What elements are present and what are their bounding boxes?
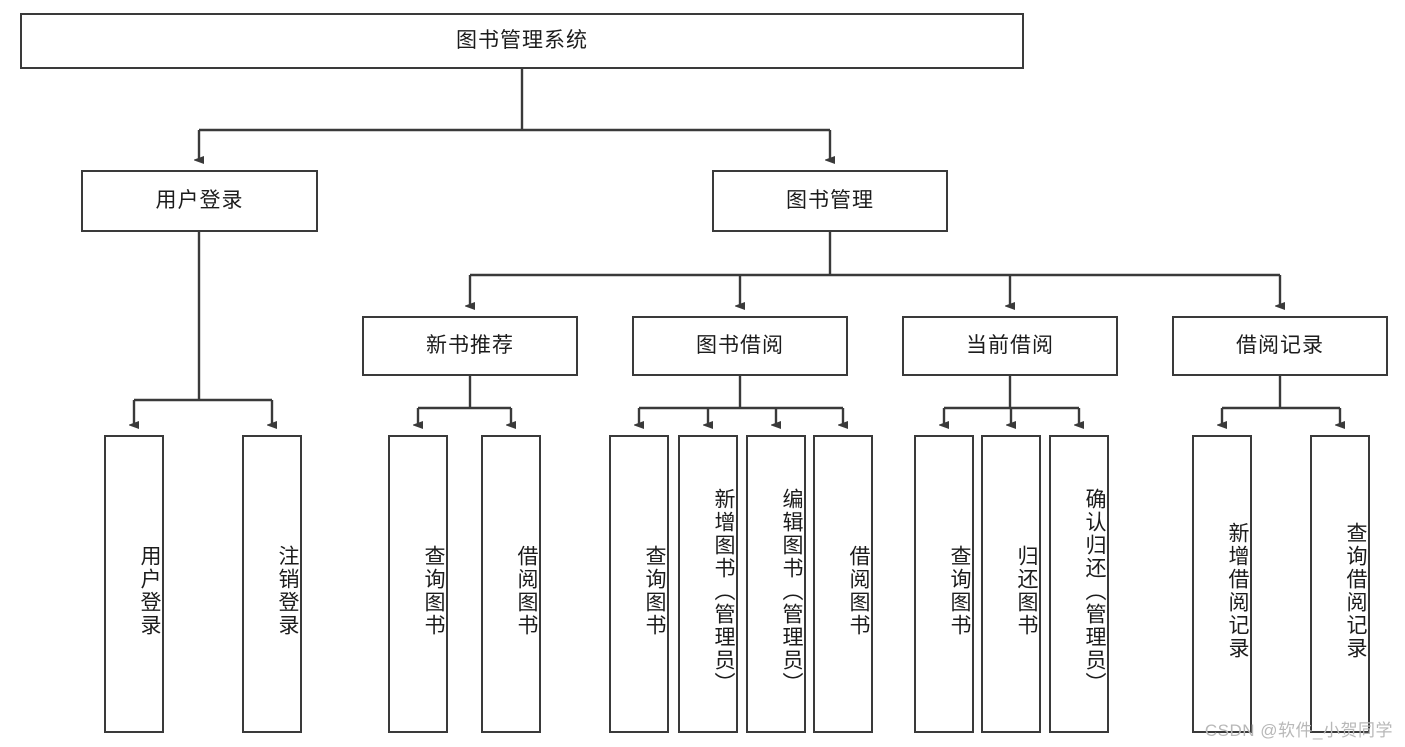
node-leaf-user-login[interactable]: 用户登录 <box>104 435 164 733</box>
node-leaf-borrow-book-2[interactable]: 借阅图书 <box>813 435 873 733</box>
node-current-borrow-label: 当前借阅 <box>966 334 1054 358</box>
node-leaf-return-book[interactable]: 归还图书 <box>981 435 1041 733</box>
node-current-borrow[interactable]: 当前借阅 <box>902 316 1118 376</box>
node-leaf-query-record[interactable]: 查询借阅记录 <box>1310 435 1370 733</box>
watermark: CSDN @软件_小贺同学 <box>1204 721 1393 740</box>
node-book-borrow-label: 图书借阅 <box>696 334 784 358</box>
node-leaf-return-book-label: 归还图书 <box>1015 545 1038 637</box>
node-user-login[interactable]: 用户登录 <box>81 170 318 232</box>
node-leaf-add-book-label: 新增图书（管理员） <box>712 487 735 695</box>
node-leaf-query-record-label: 查询借阅记录 <box>1344 522 1367 660</box>
node-new-book-recommend-label: 新书推荐 <box>426 334 514 358</box>
node-book-management-label: 图书管理 <box>786 189 874 213</box>
node-leaf-query-book-3-label: 查询图书 <box>948 545 971 637</box>
node-new-book-recommend[interactable]: 新书推荐 <box>362 316 578 376</box>
node-book-management[interactable]: 图书管理 <box>712 170 948 232</box>
node-leaf-logout-login[interactable]: 注销登录 <box>242 435 302 733</box>
node-leaf-add-record[interactable]: 新增借阅记录 <box>1192 435 1252 733</box>
node-borrow-record-label: 借阅记录 <box>1236 334 1324 358</box>
node-leaf-user-login-label: 用户登录 <box>138 545 161 637</box>
node-leaf-edit-book[interactable]: 编辑图书（管理员） <box>746 435 806 733</box>
node-leaf-confirm-return[interactable]: 确认归还（管理员） <box>1049 435 1109 733</box>
node-leaf-borrow-book-1[interactable]: 借阅图书 <box>481 435 541 733</box>
node-root[interactable]: 图书管理系统 <box>20 13 1024 69</box>
node-leaf-query-book-1-label: 查询图书 <box>422 545 445 637</box>
node-leaf-borrow-book-2-label: 借阅图书 <box>847 545 870 637</box>
node-leaf-edit-book-label: 编辑图书（管理员） <box>780 487 803 695</box>
node-leaf-query-book-3[interactable]: 查询图书 <box>914 435 974 733</box>
node-leaf-add-book[interactable]: 新增图书（管理员） <box>678 435 738 733</box>
node-leaf-borrow-book-1-label: 借阅图书 <box>515 545 538 637</box>
node-leaf-query-book-2-label: 查询图书 <box>643 545 666 637</box>
node-leaf-query-book-2[interactable]: 查询图书 <box>609 435 669 733</box>
node-user-login-label: 用户登录 <box>155 189 244 213</box>
node-leaf-add-record-label: 新增借阅记录 <box>1226 522 1249 660</box>
node-leaf-query-book-1[interactable]: 查询图书 <box>388 435 448 733</box>
node-leaf-logout-login-label: 注销登录 <box>276 545 299 637</box>
node-leaf-confirm-return-label: 确认归还（管理员） <box>1083 487 1106 695</box>
node-root-label: 图书管理系统 <box>456 29 588 53</box>
node-book-borrow[interactable]: 图书借阅 <box>632 316 848 376</box>
node-borrow-record[interactable]: 借阅记录 <box>1172 316 1388 376</box>
